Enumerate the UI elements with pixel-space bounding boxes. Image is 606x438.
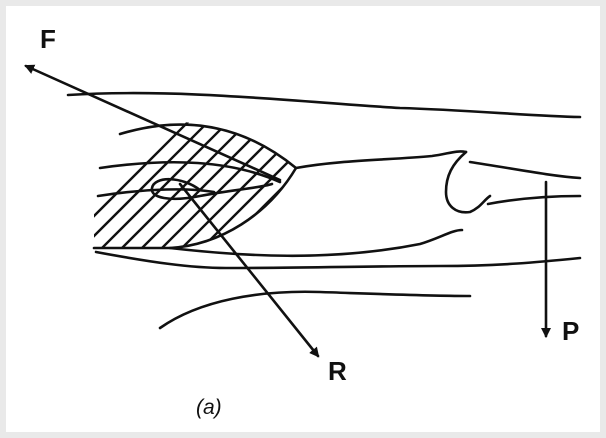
bone-shaft-lower xyxy=(170,230,462,256)
lower-limb-contour xyxy=(160,292,470,328)
joint-force-diagram: F R P (a) xyxy=(6,6,600,432)
force-r-label: R xyxy=(328,356,347,386)
force-p-label: P xyxy=(562,316,579,346)
distal-joint-head xyxy=(446,152,490,212)
figure-frame: F R P (a) xyxy=(6,6,600,432)
distal-segment-upper xyxy=(470,162,580,178)
figure-caption: (a) xyxy=(196,396,222,419)
upper-limb-outline xyxy=(68,93,580,117)
force-f-label: F xyxy=(40,24,56,54)
hatched-bone-region xyxy=(40,110,380,270)
force-r-arrow xyxy=(180,184,318,356)
bone-shaft-upper xyxy=(296,151,466,168)
distal-segment-lower xyxy=(488,196,580,204)
